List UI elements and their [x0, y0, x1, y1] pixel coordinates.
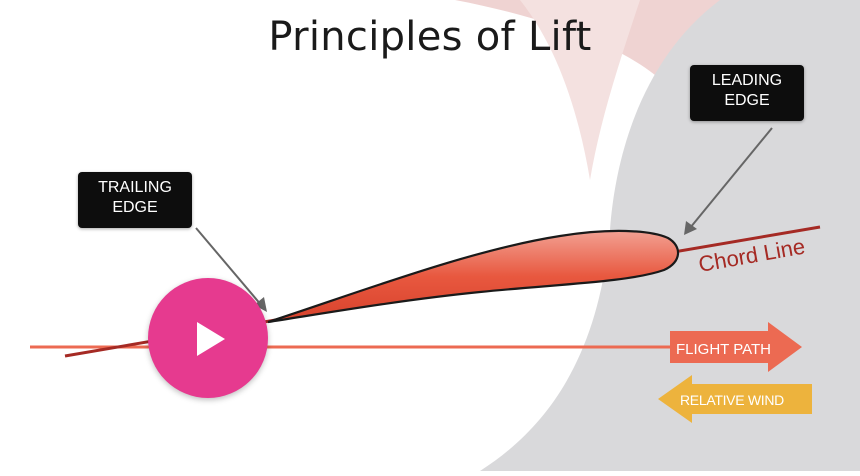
leading-edge-pointer — [684, 127, 773, 235]
leading-edge-label-line-1: LEADING — [711, 72, 783, 89]
flight-path-label: FLIGHT PATH — [676, 341, 771, 358]
trailing-edge-label-line-2: EDGE — [112, 199, 158, 216]
trailing-edge-pointer — [195, 227, 267, 312]
flight-path-arrow: FLIGHT PATH — [670, 322, 802, 372]
play-button[interactable] — [148, 278, 268, 398]
trailing-edge-label-line-1: TRAILING — [98, 179, 172, 196]
leading-edge-label-line-2: EDGE — [724, 92, 770, 109]
trailing-edge-tag: TRAILING EDGE — [78, 172, 192, 228]
background-pink-light-region — [520, 0, 640, 180]
play-icon — [197, 322, 225, 356]
airfoil-shape — [267, 229, 680, 324]
leading-edge-tag: LEADING EDGE — [690, 65, 804, 121]
relative-wind-arrow: RELATIVE WIND — [658, 375, 812, 423]
slide-title: Principles of Lift — [268, 14, 592, 60]
relative-wind-label: RELATIVE WIND — [680, 392, 784, 408]
